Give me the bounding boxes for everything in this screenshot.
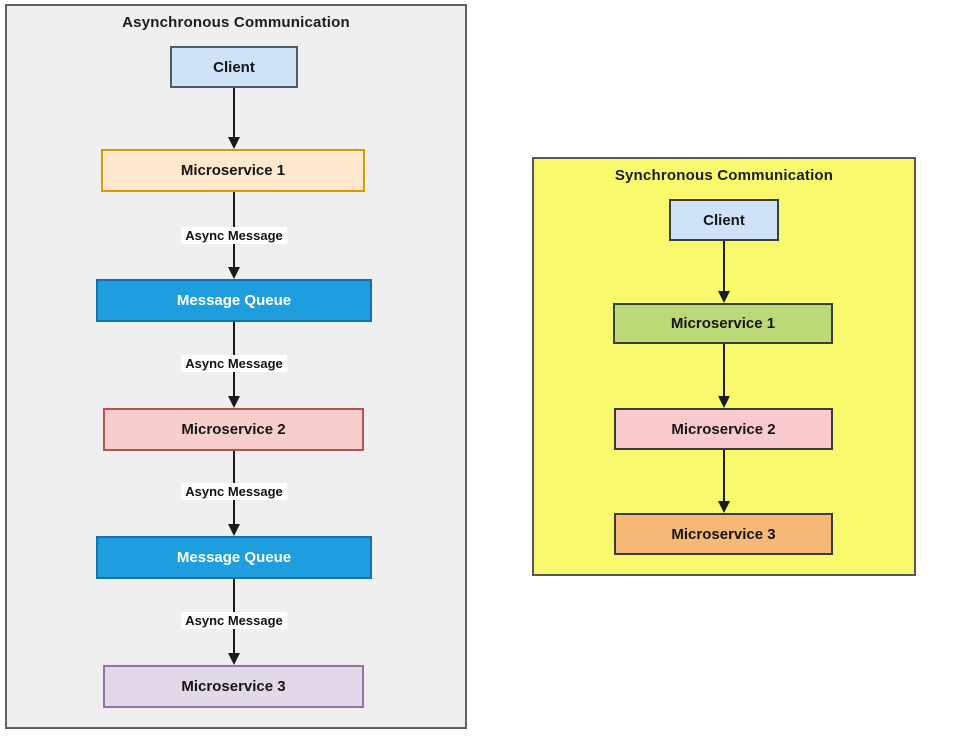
- node-microservice-3-async: Microservice 3: [103, 665, 364, 708]
- node-microservice-1-async-label: Microservice 1: [180, 162, 286, 179]
- node-microservice-1-sync: Microservice 1: [613, 303, 833, 344]
- panel-asynchronous-communication: Asynchronous Communication Client Micros…: [5, 4, 467, 729]
- node-message-queue-1: Message Queue: [96, 279, 372, 322]
- arrow-shaft: [723, 344, 725, 398]
- arrow-shaft: [233, 88, 235, 139]
- node-microservice-2-async: Microservice 2: [103, 408, 364, 451]
- node-microservice-2-sync: Microservice 2: [614, 408, 833, 450]
- node-microservice-3-sync-label: Microservice 3: [671, 525, 776, 543]
- edge-label-async-message-1: Async Message: [181, 227, 287, 244]
- panel-synchronous-communication: Synchronous Communication Client Microse…: [532, 157, 916, 576]
- panel-sync-title: Synchronous Communication: [614, 167, 834, 184]
- node-microservice-3-sync: Microservice 3: [614, 513, 833, 555]
- arrowhead-icon: [228, 653, 240, 665]
- node-microservice-1-async: Microservice 1: [101, 149, 365, 192]
- node-client-sync-label: Client: [703, 211, 745, 229]
- edge-label-async-message-4: Async Message: [181, 612, 287, 629]
- arrowhead-icon: [228, 267, 240, 279]
- panel-async-title: Asynchronous Communication: [122, 14, 350, 31]
- arrowhead-icon: [718, 396, 730, 408]
- arrow-microservice-2-to-3-sync: [717, 450, 731, 513]
- node-message-queue-1-label: Message Queue: [176, 292, 292, 309]
- node-client-async-label: Client: [213, 58, 255, 76]
- arrow-client-to-microservice-1: [227, 88, 241, 149]
- node-client-async: Client: [170, 46, 298, 88]
- node-microservice-2-async-label: Microservice 2: [181, 421, 286, 438]
- arrow-shaft: [723, 450, 725, 503]
- edge-label-async-message-2: Async Message: [181, 355, 287, 372]
- arrowhead-icon: [228, 137, 240, 149]
- node-microservice-3-async-label: Microservice 3: [181, 678, 286, 695]
- node-message-queue-2-label: Message Queue: [176, 549, 292, 566]
- node-microservice-1-sync-label: Microservice 1: [670, 315, 776, 332]
- arrowhead-icon: [718, 501, 730, 513]
- arrowhead-icon: [228, 524, 240, 536]
- arrow-microservice-1-to-2-sync: [717, 344, 731, 408]
- edge-label-async-message-3: Async Message: [181, 483, 287, 500]
- arrow-client-to-microservice-1-sync: [717, 241, 731, 303]
- arrow-shaft: [723, 241, 725, 293]
- arrowhead-icon: [718, 291, 730, 303]
- node-microservice-2-sync-label: Microservice 2: [671, 420, 776, 438]
- node-client-sync: Client: [669, 199, 779, 241]
- arrowhead-icon: [228, 396, 240, 408]
- node-message-queue-2: Message Queue: [96, 536, 372, 579]
